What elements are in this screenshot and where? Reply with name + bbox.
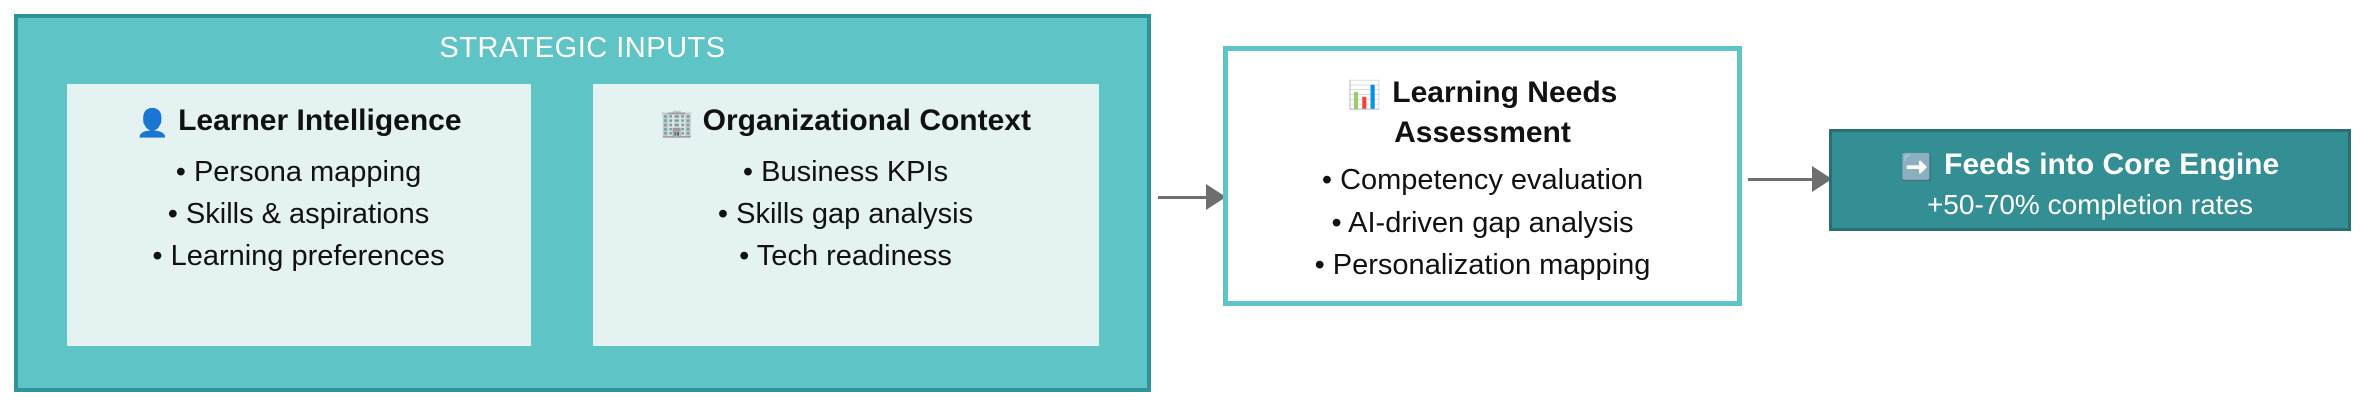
office-building-icon: 🏢 <box>660 108 694 138</box>
connector-assessment-to-outcome <box>1748 166 1832 192</box>
list-item: • Personalization mapping <box>1314 249 1651 282</box>
strategic-inputs-group: STRATEGIC INPUTS 👤 Learner Intelligence •… <box>14 14 1151 392</box>
list-item: • Business KPIs <box>742 155 949 188</box>
card-learner-intelligence[interactable]: 👤Learner Intelligence • Persona mapping … <box>66 84 531 346</box>
list-item: • Persona mapping <box>175 155 422 188</box>
list-item: • Competency evaluation <box>1321 164 1644 197</box>
assessment-heading: 📊 Learning Needs Assessment <box>1246 73 1719 153</box>
list-item: • AI-driven gap analysis <box>1331 206 1634 239</box>
arrow-head-icon <box>1812 166 1832 192</box>
card-feeds-into-core-engine[interactable]: ➡️ Feeds into Core Engine +50-70% complet… <box>1829 129 2351 231</box>
bar-chart-icon: 📊 <box>1347 80 1382 110</box>
bust-in-silhouette-icon: 👤 <box>135 108 170 138</box>
group-title: STRATEGIC INPUTS <box>439 32 726 64</box>
arrow-shaft <box>1158 195 1206 199</box>
outcome-heading-text: Feeds into Core Engine <box>1944 148 2280 181</box>
card-learner-heading: 👤 Learner Intelligence <box>89 102 509 141</box>
list-item: • Skills gap analysis <box>717 198 974 231</box>
list-item: • Learning preferences <box>152 240 445 273</box>
outcome-subtext: +50-70% completion rates <box>1926 189 2254 221</box>
arrow-shaft <box>1748 177 1812 181</box>
outcome-heading: ➡️ Feeds into Core Engine <box>1832 147 2348 183</box>
card-org-heading-text: Organizational Context <box>702 104 1031 137</box>
list-item: • Tech readiness <box>739 240 952 273</box>
input-card-row: 👤Learner Intelligence • Persona mapping … <box>18 84 1147 346</box>
card-org-heading: 🏢 Organizational Context <box>615 102 1077 141</box>
connector-inputs-to-assessment <box>1158 184 1226 210</box>
card-organizational-context[interactable]: 🏢Organizational Context • Business KPIs … <box>592 84 1099 346</box>
right-arrow-icon: ➡️ <box>1900 152 1934 182</box>
assessment-heading-line1: Learning Needs <box>1392 76 1618 109</box>
card-learning-needs-assessment[interactable]: 📊 Learning Needs Assessment • Competency … <box>1223 46 1742 306</box>
assessment-heading-line2: Assessment <box>1394 116 1571 150</box>
list-item: • Skills & aspirations <box>167 198 430 231</box>
arrow-head-icon <box>1206 184 1226 210</box>
card-learner-heading-text: Learner Intelligence <box>178 104 462 137</box>
